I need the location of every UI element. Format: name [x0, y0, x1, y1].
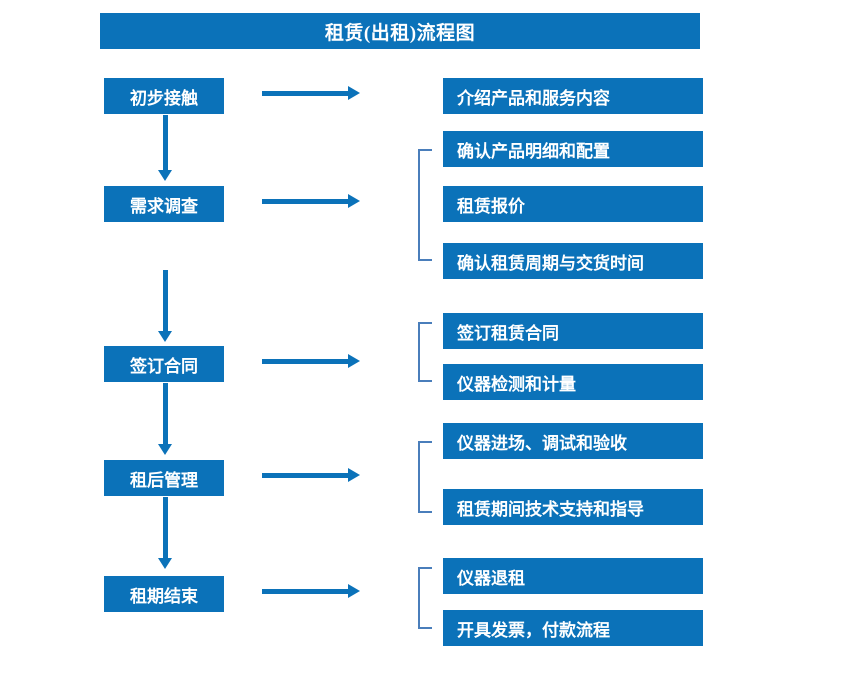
arrow-right-1	[262, 86, 360, 100]
detail-box-4-2[interactable]: 租赁期间技术支持和指导	[443, 489, 703, 525]
arrow-shaft	[163, 115, 168, 170]
stage-box-2[interactable]: 需求调查	[104, 186, 224, 222]
stage-box-4[interactable]: 租后管理	[104, 460, 224, 496]
arrow-down-1	[158, 115, 172, 181]
arrow-head	[348, 584, 360, 598]
arrow-shaft	[163, 383, 168, 444]
arrow-head	[348, 194, 360, 208]
arrow-shaft	[163, 270, 168, 331]
detail-box-2-3[interactable]: 确认租赁周期与交货时间	[443, 243, 703, 279]
arrow-head	[158, 558, 172, 569]
arrow-down-2	[158, 270, 172, 342]
arrow-head	[158, 331, 172, 342]
arrow-shaft	[163, 497, 168, 558]
arrow-head	[348, 354, 360, 368]
arrow-head	[348, 86, 360, 100]
arrow-right-2	[262, 194, 360, 208]
arrow-right-4	[262, 468, 360, 482]
arrow-right-5	[262, 584, 360, 598]
arrow-shaft	[262, 589, 350, 594]
arrow-head	[158, 444, 172, 455]
arrow-shaft	[262, 91, 350, 96]
detail-box-3-1[interactable]: 签订租赁合同	[443, 313, 703, 349]
group-bracket-4	[418, 441, 432, 513]
arrow-shaft	[262, 359, 350, 364]
arrow-down-3	[158, 383, 172, 455]
arrow-shaft	[262, 199, 350, 204]
detail-box-2-2[interactable]: 租赁报价	[443, 186, 703, 222]
detail-box-1-1[interactable]: 介绍产品和服务内容	[443, 78, 703, 114]
detail-box-3-2[interactable]: 仪器检测和计量	[443, 364, 703, 400]
arrow-right-3	[262, 354, 360, 368]
detail-box-2-1[interactable]: 确认产品明细和配置	[443, 131, 703, 167]
detail-box-4-1[interactable]: 仪器进场、调试和验收	[443, 423, 703, 459]
chart-title: 租赁(出租)流程图	[100, 13, 700, 49]
detail-box-5-2[interactable]: 开具发票，付款流程	[443, 610, 703, 646]
group-bracket-3	[418, 322, 432, 382]
arrow-down-4	[158, 497, 172, 569]
group-bracket-2	[418, 149, 432, 261]
stage-box-1[interactable]: 初步接触	[104, 78, 224, 114]
arrow-head	[348, 468, 360, 482]
group-bracket-5	[418, 567, 432, 629]
arrow-shaft	[262, 473, 350, 478]
detail-box-5-1[interactable]: 仪器退租	[443, 558, 703, 594]
arrow-head	[158, 170, 172, 181]
stage-box-3[interactable]: 签订合同	[104, 346, 224, 382]
stage-box-5[interactable]: 租期结束	[104, 576, 224, 612]
